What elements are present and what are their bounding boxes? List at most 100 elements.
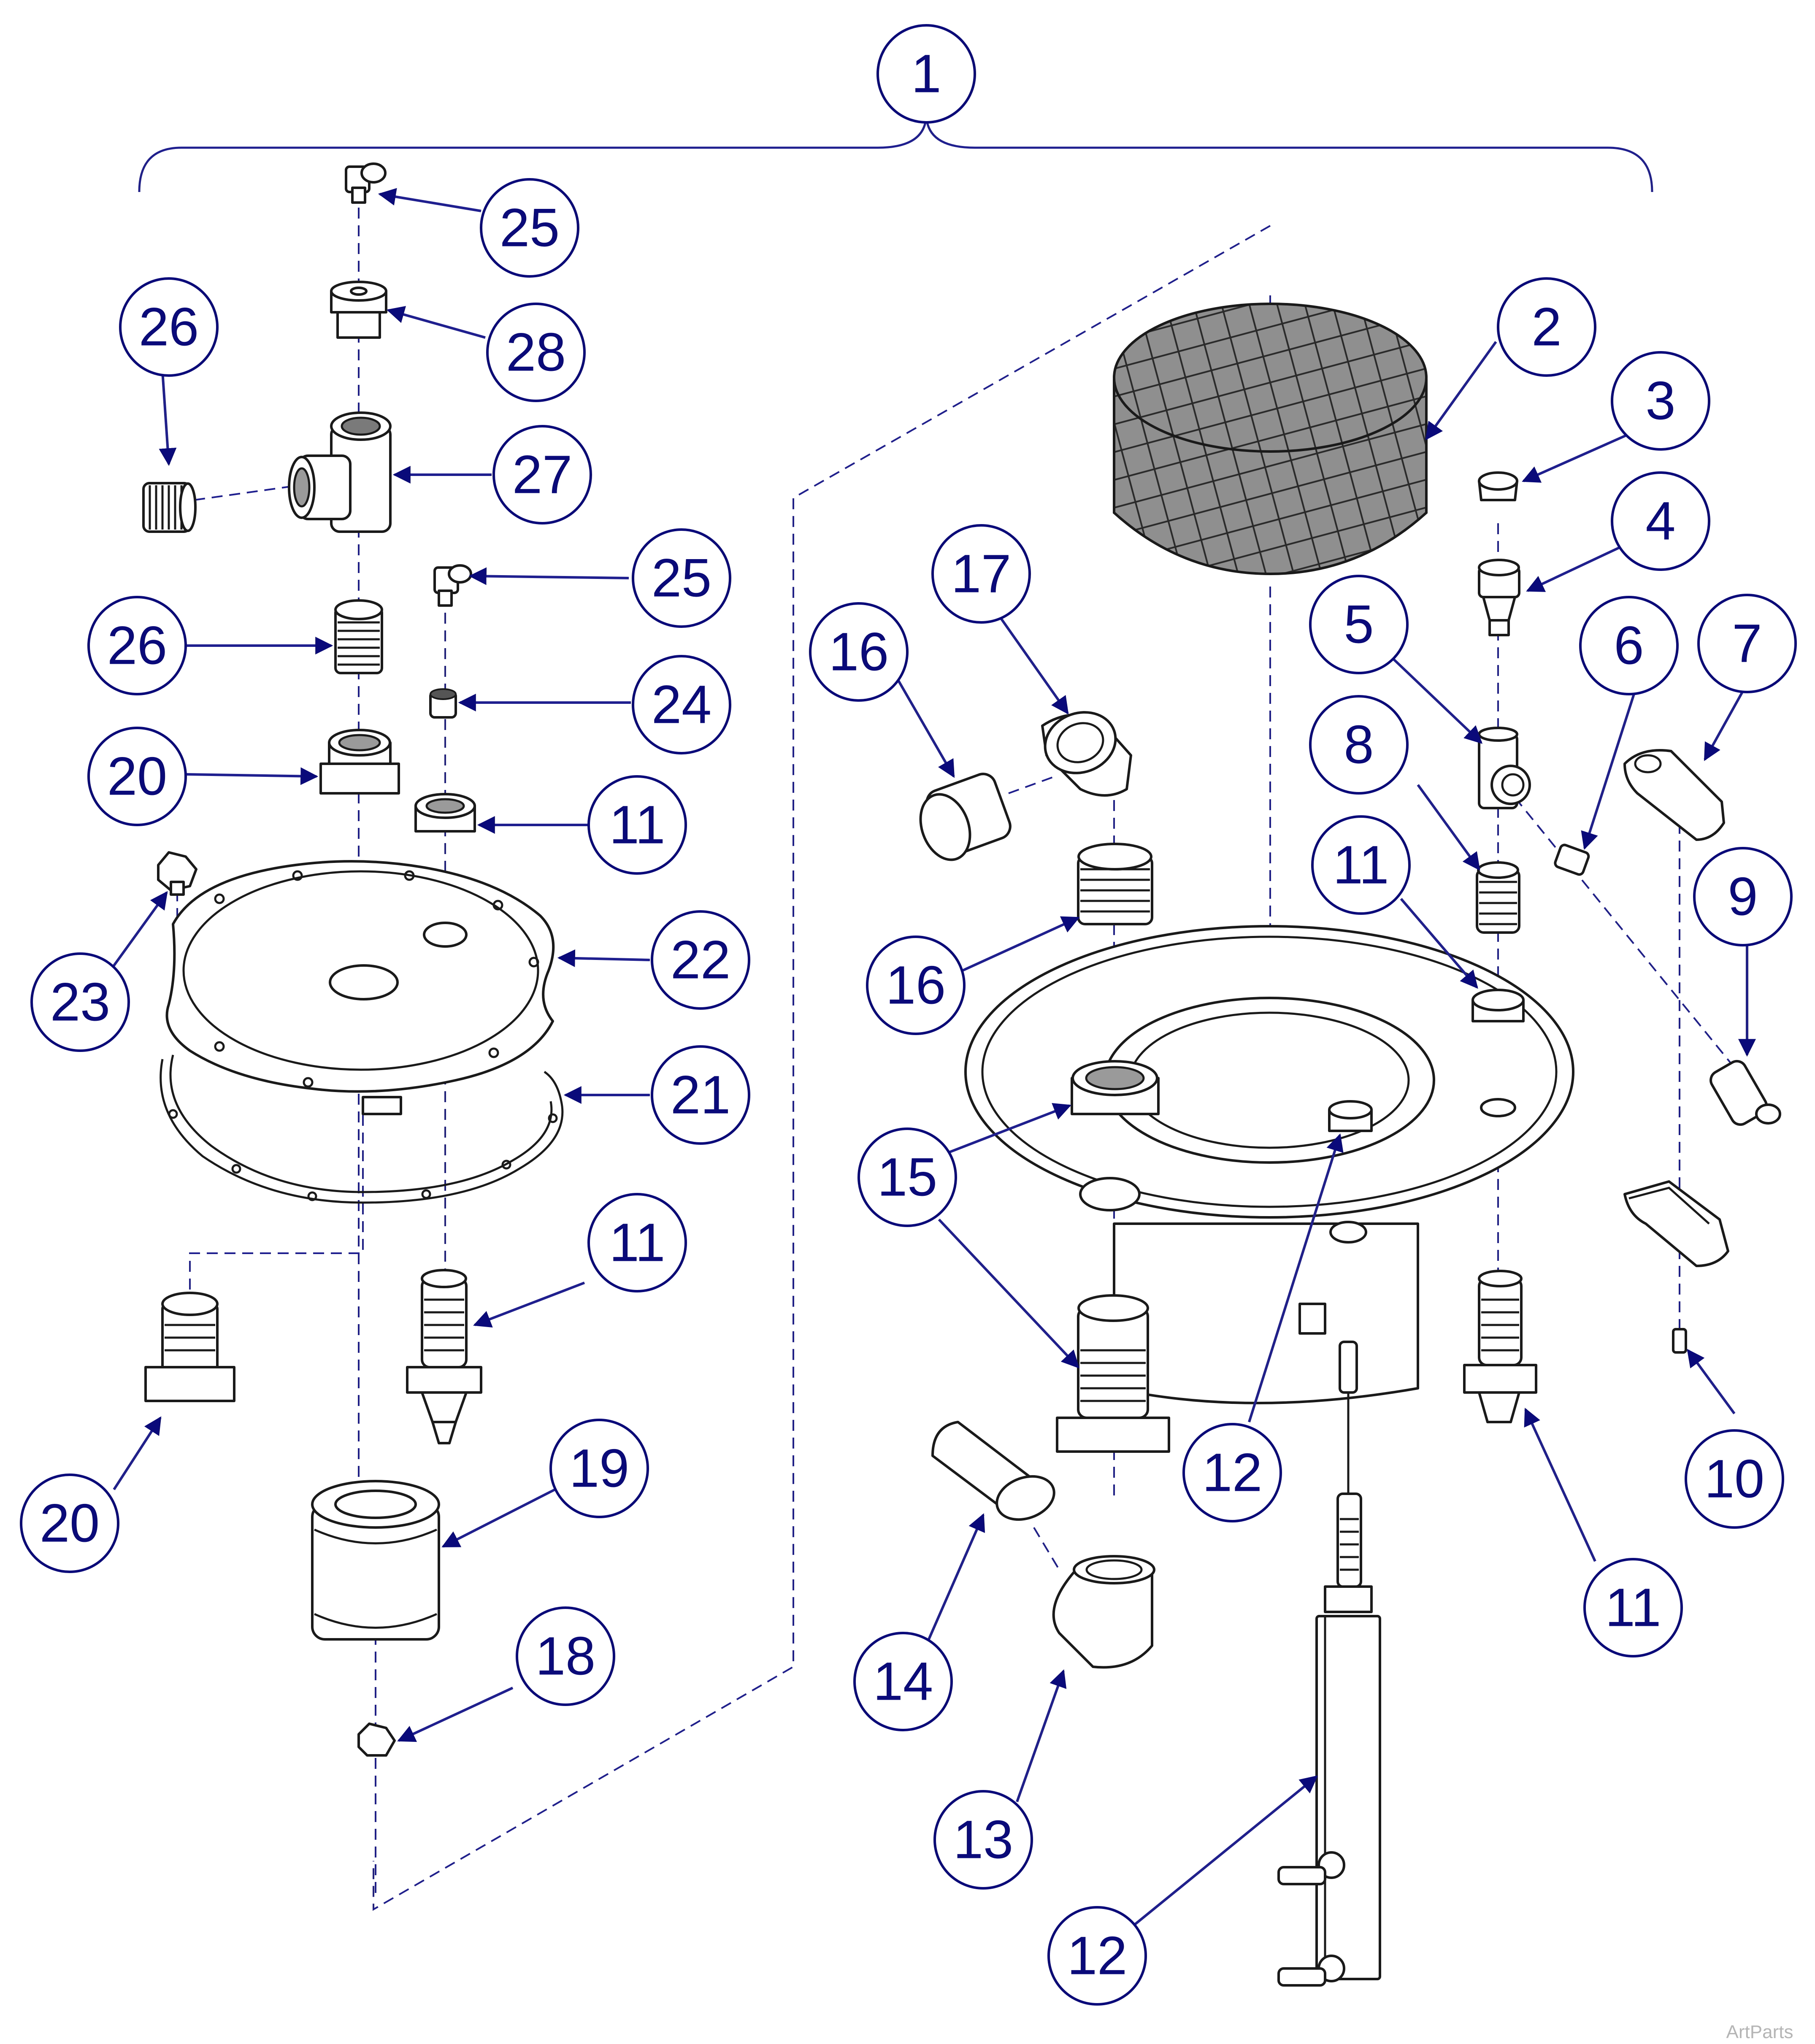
- svg-text:11: 11: [609, 1213, 665, 1273]
- callout-8: 8: [1309, 695, 1409, 795]
- threaded-nipple-16: [1077, 843, 1153, 925]
- filter-cartridge-19: [311, 1480, 440, 1641]
- callout-27: 27: [492, 425, 592, 525]
- svg-text:24: 24: [652, 675, 711, 735]
- plug-3: [1478, 471, 1518, 501]
- svg-text:25: 25: [652, 548, 711, 608]
- hex-bushing-15-lower: [1056, 1294, 1170, 1453]
- push-fitting-9: [1710, 1060, 1781, 1126]
- svg-text:7: 7: [1732, 614, 1762, 674]
- hex-bushing-20-upper: [319, 729, 400, 795]
- fitting-12-tank: [1328, 1100, 1373, 1132]
- svg-text:10: 10: [1704, 1449, 1764, 1509]
- svg-text:25: 25: [500, 198, 560, 258]
- svg-text:22: 22: [671, 930, 730, 990]
- callout-10: 10: [1685, 1429, 1784, 1529]
- knob-23: [157, 851, 197, 896]
- svg-text:20: 20: [40, 1493, 100, 1554]
- leader-lines: [111, 188, 1756, 1925]
- callout-12-probe: 12: [1047, 1906, 1147, 2006]
- callout-14: 14: [853, 1632, 953, 1731]
- cover-cap-7: [1623, 749, 1725, 841]
- reducer-bushing-28: [330, 281, 387, 339]
- callout-20-upper: 20: [87, 727, 187, 826]
- svg-text:23: 23: [50, 972, 110, 1033]
- callout-19: 19: [549, 1419, 649, 1518]
- elbow-13: [1052, 1555, 1155, 1669]
- artparts-watermark: ArtParts: [1726, 2022, 1793, 2042]
- threaded-nipple-26-side: [142, 482, 197, 533]
- threaded-nipple-8: [1476, 861, 1520, 934]
- svg-text:8: 8: [1344, 715, 1374, 775]
- svg-text:16: 16: [886, 955, 946, 1016]
- svg-text:1: 1: [911, 44, 941, 104]
- svg-text:21: 21: [671, 1065, 730, 1125]
- svg-text:11: 11: [1605, 1578, 1661, 1638]
- callout-3: 3: [1611, 351, 1710, 451]
- svg-text:26: 26: [139, 297, 199, 357]
- level-probe-12: [1277, 1341, 1381, 1987]
- svg-text:9: 9: [1728, 867, 1758, 927]
- hex-nut-11-tank: [1471, 989, 1525, 1022]
- elbow-fitting-25-top: [345, 162, 387, 204]
- callout-26-vertical: 26: [87, 596, 187, 695]
- centerline-elbow-17: [1008, 776, 1055, 794]
- centerline-sleeve-14: [1033, 1527, 1060, 1571]
- tee-fitting-5: [1478, 727, 1531, 809]
- callout-15-upper: 15: [857, 1127, 957, 1227]
- subassembly-boundary: [373, 225, 1271, 1911]
- callout-5: 5: [1309, 575, 1409, 674]
- svg-text:28: 28: [506, 322, 566, 383]
- svg-text:4: 4: [1645, 491, 1675, 552]
- centerline-fitting-9: [1514, 797, 1735, 1068]
- knob-18: [357, 1722, 396, 1757]
- svg-text:27: 27: [512, 445, 572, 505]
- fitting-4: [1478, 559, 1520, 636]
- svg-text:26: 26: [107, 616, 167, 676]
- check-valve-11-right: [1463, 1270, 1537, 1423]
- callout-7: 7: [1697, 594, 1797, 693]
- hex-bushing-15-upper: [1071, 1060, 1160, 1115]
- svg-text:3: 3: [1645, 371, 1675, 431]
- left-subassembly: [142, 162, 564, 1899]
- svg-text:11: 11: [609, 795, 665, 855]
- callout-26-side: 26: [119, 277, 219, 377]
- callout-20-lower: 20: [20, 1474, 119, 1573]
- svg-text:2: 2: [1531, 297, 1561, 357]
- callout-9: 9: [1693, 847, 1793, 946]
- callout-18: 18: [516, 1606, 615, 1706]
- hex-nut-11-left: [414, 793, 476, 833]
- callout-28: 28: [486, 303, 586, 402]
- callout-11-left-lower: 11: [587, 1193, 687, 1292]
- callout-16-upper: 16: [809, 602, 909, 702]
- callout-21: 21: [651, 1045, 750, 1145]
- callout-6: 6: [1579, 596, 1679, 695]
- callout-4: 4: [1611, 471, 1710, 571]
- callout-11-right-upper: 11: [1311, 815, 1411, 915]
- svg-text:12: 12: [1067, 1926, 1127, 1986]
- svg-text:19: 19: [569, 1438, 629, 1499]
- callout-22: 22: [651, 910, 750, 1010]
- callout-1: 1: [876, 24, 976, 124]
- callout-23: 23: [30, 952, 130, 1052]
- callout-25-top: 25: [480, 178, 579, 278]
- callout-2: 2: [1497, 277, 1596, 377]
- svg-text:6: 6: [1614, 616, 1644, 676]
- svg-text:13: 13: [953, 1810, 1013, 1870]
- svg-text:20: 20: [107, 746, 167, 807]
- callout-17: 17: [931, 524, 1031, 624]
- threaded-nipple-26: [334, 599, 383, 674]
- centerline-side-nipple: [194, 484, 300, 501]
- svg-text:5: 5: [1344, 595, 1374, 655]
- screw-10: [1672, 1328, 1687, 1354]
- svg-text:14: 14: [873, 1652, 933, 1712]
- gasket-21: [160, 1054, 564, 1204]
- check-valve-11-left: [406, 1269, 482, 1444]
- callout-16-lower: 16: [866, 935, 966, 1035]
- hex-bushing-20-lower: [144, 1292, 235, 1402]
- cover-cap-7-lower: [1623, 1180, 1729, 1267]
- callout-15-lower: 15: [877, 1147, 937, 1208]
- centerline-left-lower: [189, 1106, 364, 1325]
- elbow-fitting-25: [433, 564, 472, 607]
